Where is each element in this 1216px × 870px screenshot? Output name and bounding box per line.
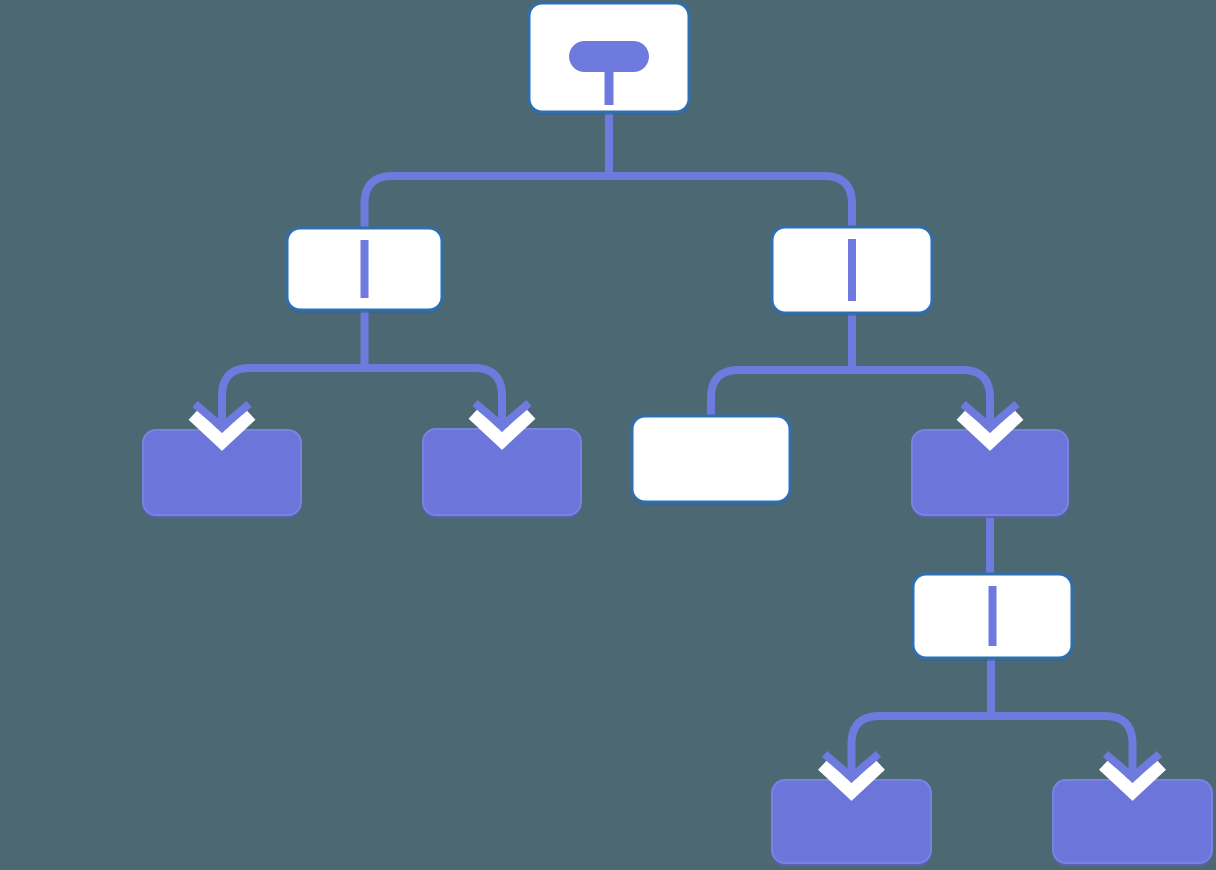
connector-right-split (707, 311, 994, 428)
arrow-down-icon (1099, 750, 1166, 801)
node-branch-left[interactable] (285, 226, 444, 313)
bar-placeholder (360, 240, 369, 298)
arrow-chevron-purple (472, 399, 532, 432)
node-child-purple[interactable] (911, 429, 1069, 518)
arrow-down-icon (188, 400, 256, 451)
arrow-chevron-purple (192, 400, 252, 433)
node-leaf-b[interactable] (422, 428, 582, 518)
arrow-chevron-purple (960, 400, 1020, 433)
node-leaf-a[interactable] (142, 429, 302, 518)
arrows-layer (188, 399, 1166, 801)
node-branch-bottom[interactable] (911, 572, 1074, 661)
connector-bottom-split (847, 654, 1137, 778)
node-leaf-g[interactable] (1052, 779, 1213, 866)
arrow-chevron-white (188, 410, 256, 451)
edges-layer (218, 110, 1137, 778)
nodes-layer (142, 1, 1213, 866)
arrow-chevron-white (468, 409, 536, 450)
node-root[interactable] (527, 1, 691, 115)
bar-placeholder (848, 239, 856, 301)
connector-left-split (218, 308, 506, 428)
connector-root-split (360, 110, 856, 230)
arrow-down-icon (818, 750, 885, 801)
arrow-chevron-white (956, 410, 1024, 451)
pill-stem-placeholder (604, 70, 614, 105)
node-child-white[interactable] (630, 414, 792, 505)
node-body[interactable] (630, 414, 792, 504)
arrow-chevron-white (1099, 760, 1166, 801)
node-leaf-f[interactable] (771, 779, 932, 866)
arrow-down-icon (956, 400, 1024, 451)
pill-placeholder (569, 41, 649, 72)
arrow-chevron-purple (821, 750, 882, 783)
arrow-chevron-white (818, 760, 885, 801)
bar-placeholder (988, 586, 997, 646)
arrow-down-icon (468, 399, 536, 450)
arrow-chevron-purple (1102, 750, 1163, 783)
node-branch-right[interactable] (770, 225, 934, 316)
